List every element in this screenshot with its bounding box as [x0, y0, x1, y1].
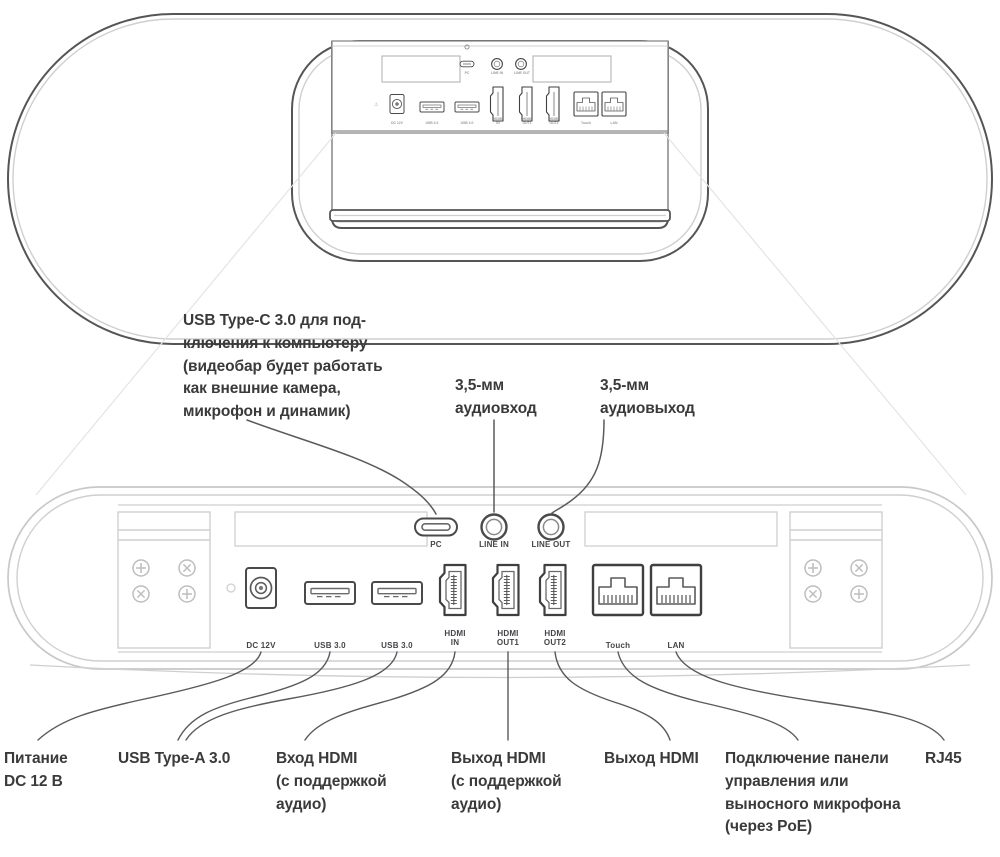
bottom-leader-lines: [37, 651, 945, 741]
device-overview-illustration: PC LINE IN LINE OUT DC 12V USB 3.0 USB 3…: [7, 13, 993, 345]
svg-text:⚠: ⚠: [374, 102, 379, 108]
port-label-lan: LAN: [667, 641, 685, 650]
svg-text:IN: IN: [496, 121, 500, 125]
mini-reset-pinhole: [464, 44, 470, 50]
svg-text:OUT2: OUT2: [549, 121, 558, 125]
mini-usbc-port: [459, 60, 475, 68]
panel-depth-line: [29, 664, 971, 679]
port-label-dc-12v: DC 12V: [246, 641, 276, 650]
mounting-plate-left: [118, 512, 210, 648]
leader-usb-1: [177, 651, 331, 741]
svg-text:LINE IN: LINE IN: [491, 71, 504, 75]
leader-usb-c: [246, 419, 437, 515]
callout-touch-poe: Подключение панели управления или выносн…: [725, 750, 901, 836]
leader-touch: [617, 651, 799, 741]
svg-text:LINE OUT: LINE OUT: [514, 71, 531, 75]
callout-rj45: RJ45: [925, 750, 962, 767]
leader-dc: [37, 651, 262, 741]
leader-line-out: [551, 419, 605, 514]
svg-text:HDMI: HDMI: [523, 117, 532, 121]
callout-line-in: 3,5-мм аудиовход: [455, 377, 537, 417]
mini-lan-port: [601, 91, 627, 117]
mini-dc-port: [389, 94, 405, 114]
line-in-port: [480, 513, 508, 541]
port-label-line-in: LINE IN: [479, 540, 509, 549]
svg-text:USB 3.0: USB 3.0: [426, 121, 439, 125]
port-label-touch: Touch: [605, 641, 631, 650]
leader-hdmi-in: [304, 651, 456, 741]
svg-text:LAN: LAN: [611, 121, 619, 125]
mini-line-out-port: [515, 58, 527, 70]
touch-rj45-port: [591, 563, 645, 617]
svg-text:HDMI: HDMI: [550, 117, 559, 121]
usb-c-pc-port: [414, 517, 458, 537]
leader-lan: [675, 651, 945, 741]
port-label-hdmi-out1: HDMI OUT1: [496, 629, 520, 648]
enlarged-rear-panel: [7, 486, 993, 679]
leader-usb-2: [185, 651, 398, 741]
svg-text:OUT1: OUT1: [522, 121, 531, 125]
hdmi-in-port: [438, 563, 467, 617]
callout-hdmi-out1: Выход HDMI (с поддержкой аудио): [451, 750, 562, 813]
port-label-hdmi-in: HDMI IN: [444, 629, 466, 648]
callout-line-out: 3,5-мм аудиовыход: [600, 377, 695, 417]
mini-usb-a-port-1: [419, 101, 445, 113]
port-label-usb-1: USB 3.0: [314, 641, 346, 650]
mini-usb-a-port-2: [454, 101, 480, 113]
hdmi-out2-port: [538, 563, 567, 617]
grille-right: [584, 511, 778, 547]
usb-a-port-1: [304, 581, 356, 605]
grille-left: [234, 511, 428, 547]
reset-pinhole: [226, 583, 236, 593]
zoom-guide-lines: [35, 132, 967, 496]
callout-usb-type-a: USB Type-A 3.0: [118, 750, 231, 767]
port-label-pc: PC: [430, 540, 442, 549]
port-label-line-out: LINE OUT: [531, 540, 571, 549]
callout-hdmi-in: Вход HDMI (с поддержкой аудио): [276, 750, 387, 813]
mini-line-in-port: [491, 58, 503, 70]
svg-text:HDMI: HDMI: [494, 117, 503, 121]
callout-power: Питание DC 12 В: [4, 750, 68, 790]
leader-hdmi-out2: [554, 651, 671, 741]
dc-power-port: [245, 567, 277, 609]
svg-text:USB 3.0: USB 3.0: [461, 121, 474, 125]
port-label-usb-2: USB 3.0: [381, 641, 413, 650]
mini-touch-port: [573, 91, 599, 117]
usb-a-port-2: [371, 581, 423, 605]
mini-rear-panel: PC LINE IN LINE OUT DC 12V USB 3.0 USB 3…: [331, 40, 669, 134]
svg-text:DC 12V: DC 12V: [391, 121, 404, 125]
svg-text:PC: PC: [465, 71, 470, 75]
hdmi-out1-port: [491, 563, 520, 617]
callout-hdmi-out2: Выход HDMI: [604, 750, 699, 767]
svg-text:Touch: Touch: [581, 121, 591, 125]
callout-usb-c-pc: USB Type-C 3.0 для под- ключения к компь…: [183, 312, 383, 421]
mounting-plate-right: [790, 512, 882, 648]
line-out-port: [537, 513, 565, 541]
lan-rj45-port: [649, 563, 703, 617]
top-leader-lines: [246, 419, 605, 515]
port-label-hdmi-out2: HDMI OUT2: [543, 629, 567, 648]
